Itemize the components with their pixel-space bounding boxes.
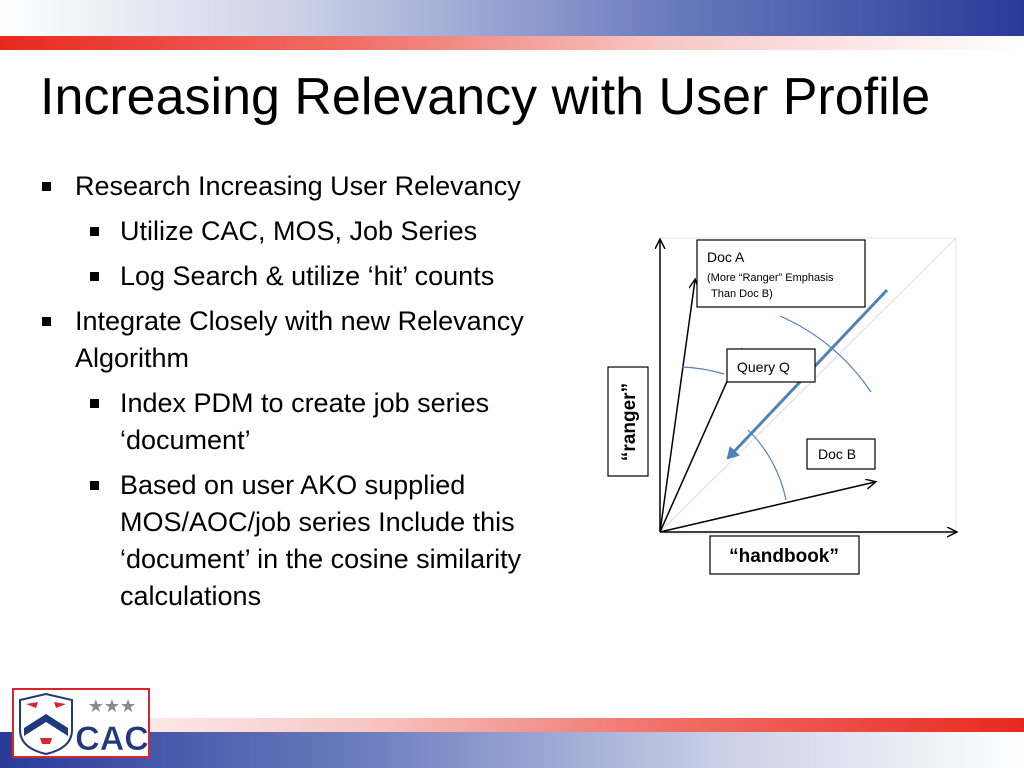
- doc-a-label: Doc A: [707, 249, 745, 265]
- bullet-square-icon: [42, 182, 51, 191]
- bullet-square-icon: [90, 481, 99, 490]
- doc-b-label: Doc B: [818, 446, 856, 462]
- bullet-square-icon: [90, 227, 99, 236]
- sub-bullet-utilize-cac: Utilize CAC, MOS, Job Series: [38, 213, 558, 250]
- query-q-box: [726, 348, 816, 383]
- sub-bullet-index-pdm: Index PDM to create job series ‘document…: [38, 385, 558, 459]
- top-red-stripe: [0, 36, 1024, 50]
- crest-emblem-icon-lower: [40, 738, 52, 744]
- crest-emblem-icon: [26, 702, 66, 708]
- slide-title: Increasing Relevancy with User Profile: [40, 68, 931, 126]
- bullet-list: Research Increasing User Relevancy Utili…: [38, 168, 558, 623]
- stars-icon: ★★★: [88, 696, 136, 717]
- doc-a-box: [696, 239, 866, 308]
- vector-space-diagram: Doc A (More “Ranger” Emphasis Than Doc B…: [607, 232, 970, 575]
- cac-logo: ★★★ CAC: [12, 688, 150, 758]
- handbook-axis-label: “handbook”: [729, 546, 839, 567]
- chevron-icon: [24, 714, 68, 736]
- sub-bullet-ako-supplied: Based on user AKO supplied MOS/AOC/job s…: [38, 467, 558, 615]
- bullet-square-icon: [90, 399, 99, 408]
- bullet-research-relevancy: Research Increasing User Relevancy: [38, 168, 558, 205]
- doc-b-box: [806, 438, 876, 470]
- bullet-square-icon: [42, 317, 51, 326]
- ranger-axis-box: [607, 366, 649, 477]
- bottom-red-stripe: [0, 718, 1024, 732]
- angle-arc-query-doc-b: [747, 429, 787, 501]
- bottom-gradient-band: [0, 732, 1024, 768]
- sub-bullet-log-search: Log Search & utilize ‘hit’ counts: [38, 258, 558, 295]
- logo-text: CAC: [75, 720, 149, 758]
- query-q-label: Query Q: [737, 359, 790, 375]
- ranger-axis-label: “ranger”: [619, 383, 640, 461]
- bullet-square-icon: [90, 272, 99, 281]
- doc-a-vector: [659, 280, 695, 533]
- shield-icon: [19, 692, 73, 756]
- doc-a-note: (More “Ranger” Emphasis Than Doc B): [707, 272, 837, 300]
- angle-arc-doc-a-query: [681, 366, 725, 375]
- doc-b-vector: [659, 482, 875, 533]
- handbook-axis-box: [709, 535, 860, 575]
- bullet-integrate-algorithm: Integrate Closely with new Relevancy Alg…: [38, 303, 558, 377]
- diagonal-guide: [659, 237, 957, 533]
- top-gradient-band: [0, 0, 1024, 36]
